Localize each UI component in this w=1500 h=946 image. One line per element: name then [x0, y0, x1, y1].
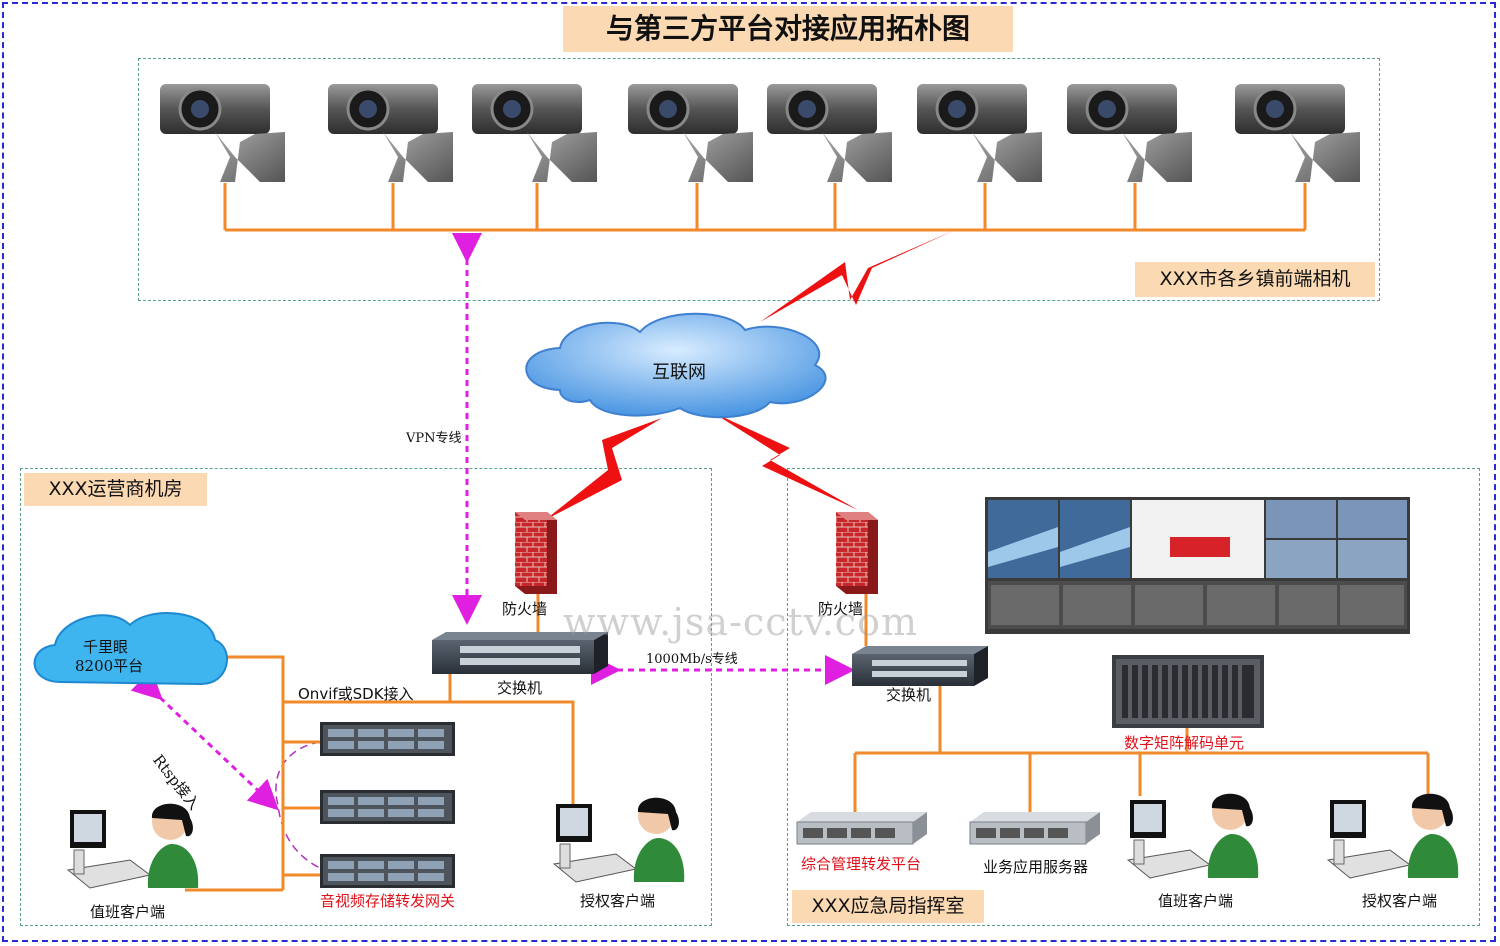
- command-switch-label: 交换机: [886, 686, 932, 704]
- camera-icon: [328, 84, 453, 182]
- camera-icon: [917, 84, 1042, 182]
- storage-gateway-icon: [320, 722, 455, 756]
- camera-icon: [472, 84, 597, 182]
- camera-icon: [1067, 84, 1192, 182]
- operator-zone: [20, 468, 712, 926]
- camera-zone-label: XXX市各乡镇前端相机: [1135, 262, 1375, 297]
- operator-switch-label: 交换机: [497, 679, 543, 697]
- fiber-label: 1000Mb/s专线: [646, 652, 738, 667]
- camera-icon: [767, 84, 892, 182]
- command-auth-client-label: 授权客户端: [1362, 892, 1438, 910]
- camera-icon: [1235, 84, 1360, 182]
- onvif-label: Onvif或SDK接入: [298, 685, 414, 703]
- video-wall-icon: [985, 497, 1410, 634]
- platform-cloud-icon: [33, 612, 228, 686]
- app-server-label: 业务应用服务器: [983, 858, 1089, 876]
- camera-zone: [138, 58, 1380, 301]
- operator-auth-client-label: 授权客户端: [580, 892, 656, 910]
- camera-bus: [223, 183, 1307, 232]
- lightning-icon: [760, 230, 955, 322]
- operator-firewall-label: 防火墙: [502, 600, 548, 618]
- storage-gateway-icon: [320, 790, 455, 824]
- decoder-unit-icon: [1112, 655, 1264, 728]
- operator-zone-label: XXX运营商机房: [24, 473, 207, 506]
- operator-workstation-icon: [66, 803, 199, 889]
- rtsp-link: [130, 668, 279, 811]
- diagram-title: 与第三方平台对接应用拓朴图: [563, 6, 1013, 52]
- server-icon: [969, 812, 1100, 845]
- emergency-zone-label: XXX应急局指挥室: [792, 890, 984, 923]
- operator-workstation-icon: [1326, 793, 1459, 879]
- command-duty-client-label: 值班客户端: [1158, 892, 1234, 910]
- platform-label-line1: 千里眼: [83, 638, 129, 656]
- server-icon: [796, 812, 927, 845]
- firewall-icon: [515, 512, 557, 594]
- platform-label-line2: 8200平台: [75, 657, 144, 675]
- emergency-wiring: [853, 590, 1430, 812]
- operator-workstation-icon: [552, 797, 685, 883]
- command-firewall-label: 防火墙: [818, 600, 864, 618]
- gateway-brace: [275, 741, 321, 869]
- vpn-label: VPN专线: [406, 431, 462, 446]
- operator-duty-client-label: 值班客户端: [90, 903, 166, 921]
- decoder-label: 数字矩阵解码单元: [1124, 734, 1245, 752]
- mgmt-platform-label: 综合管理转发平台: [801, 855, 922, 873]
- emergency-zone: [787, 468, 1480, 926]
- operator-wiring: [185, 590, 575, 892]
- internet-label: 互联网: [652, 362, 706, 383]
- switch-icon: [432, 632, 608, 674]
- operator-workstation-icon: [1126, 793, 1259, 879]
- lightning-icon: [545, 418, 662, 520]
- gateway-label: 音视频存储转发网关: [320, 892, 456, 910]
- camera-icon: [628, 84, 753, 182]
- storage-gateway-icon: [320, 854, 455, 888]
- switch-icon: [852, 646, 988, 686]
- internet-cloud-icon: [525, 312, 827, 419]
- lightning-icon: [712, 412, 858, 510]
- camera-icon: [160, 84, 285, 182]
- firewall-icon: [836, 512, 878, 594]
- cameras: [160, 84, 1360, 182]
- watermark: www.jsa-cctv.com: [563, 600, 918, 644]
